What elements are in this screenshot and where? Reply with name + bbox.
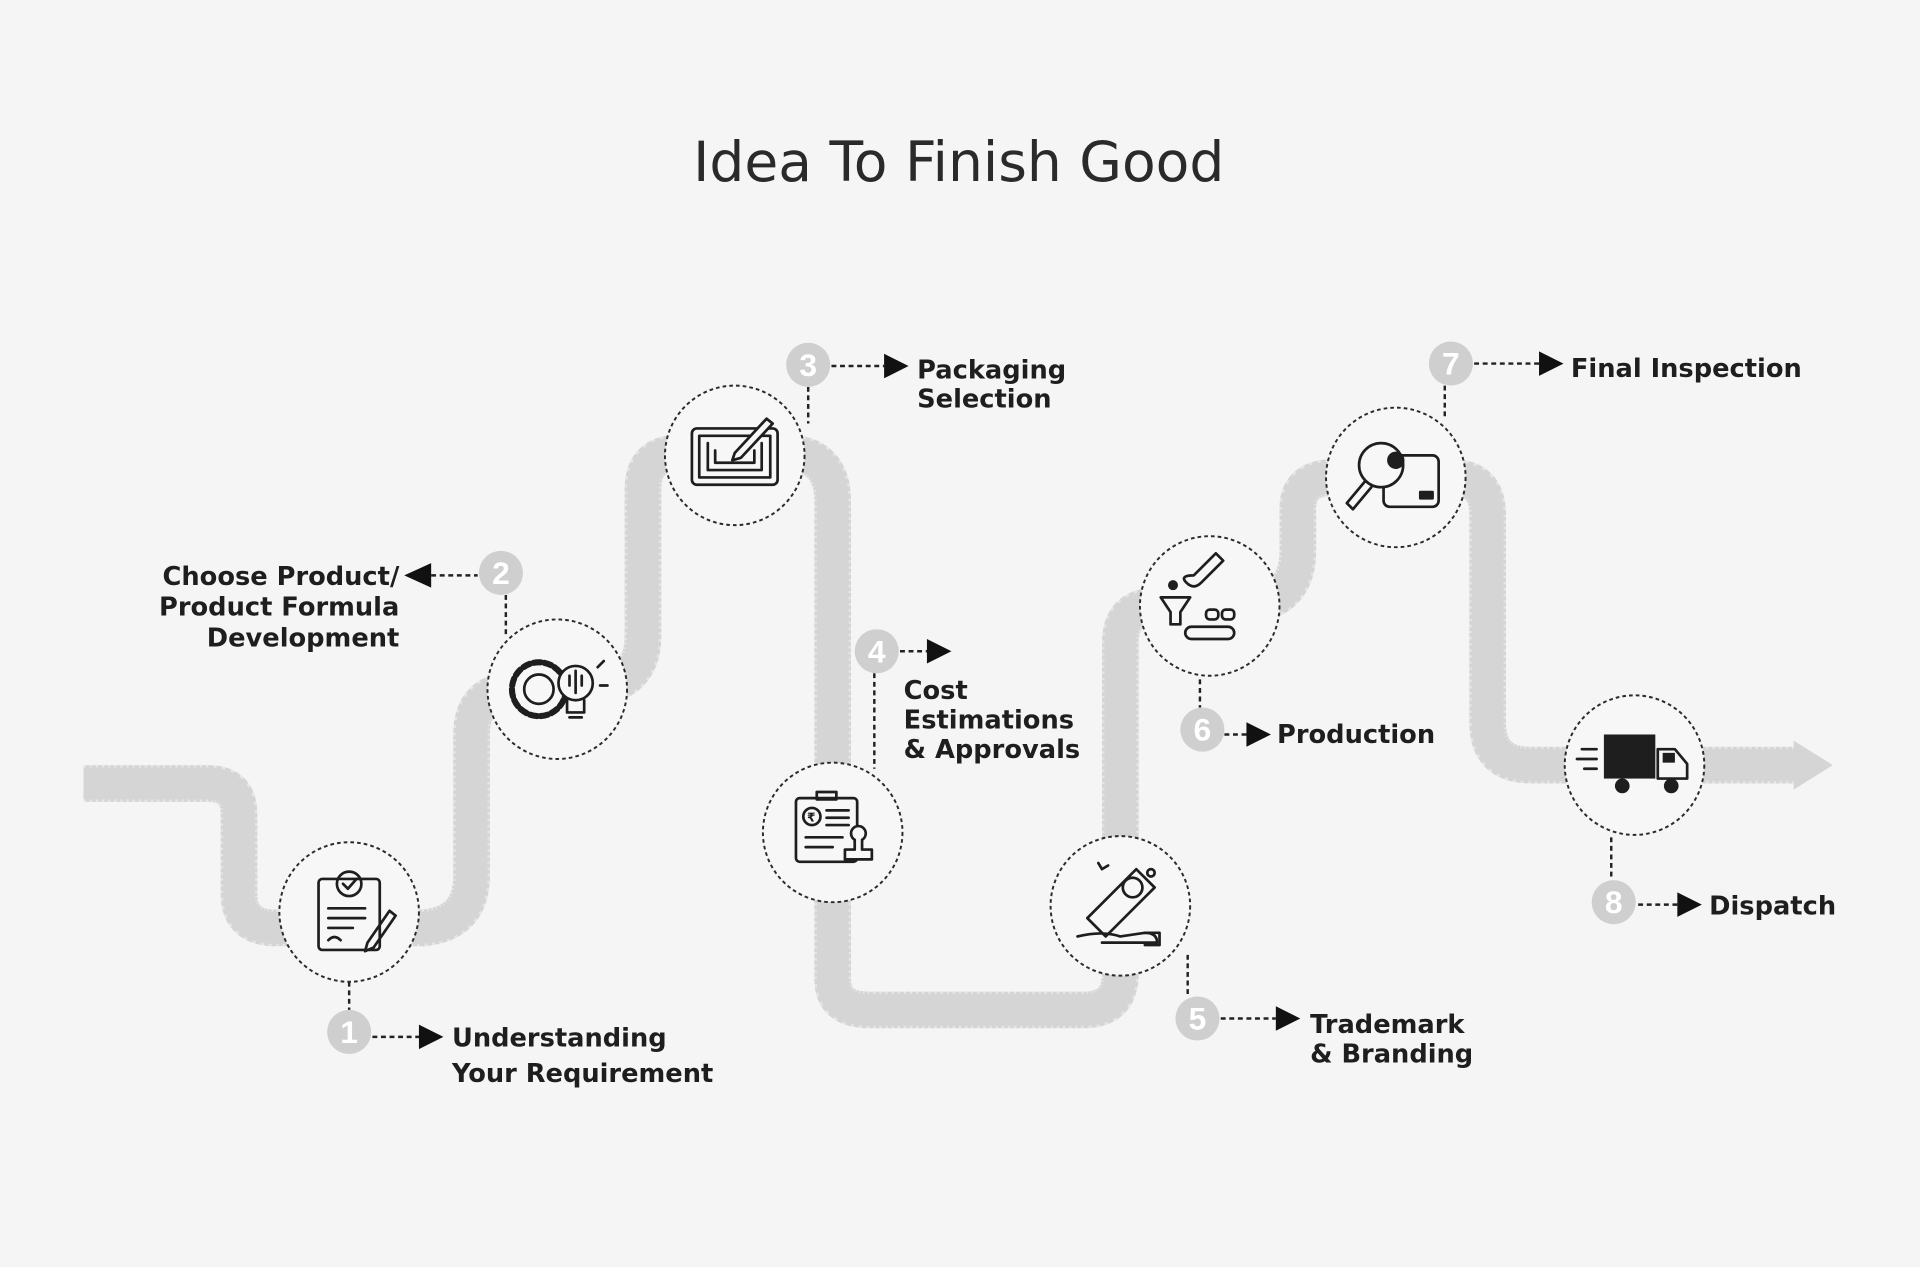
gear-bulb-icon [508,659,609,720]
step-number: 6 [1194,712,1212,748]
packaging-design-icon [690,417,779,487]
magnifier-inspection-icon [1345,441,1440,511]
svg-text:₹: ₹ [807,810,816,824]
requirement-clipboard-icon [317,870,398,953]
step-label: Packaging [917,355,1066,385]
step-6-node [1138,535,1281,677]
step-label: Dispatch [1709,891,1836,921]
step-number: 2 [492,555,510,591]
step-label: & Approvals [904,735,1080,765]
step-label: Your Requirement [451,1059,713,1089]
step-label: Selection [917,385,1051,415]
step-label: Estimations [904,705,1074,735]
step-label: Choose Product/ [163,562,400,592]
trademark-tag-icon [1076,861,1161,947]
production-line-icon [1159,551,1236,641]
step-label: Trademark [1310,1010,1465,1040]
process-road [83,433,1833,1029]
cost-approval-icon: ₹ [794,790,874,864]
step-5-badge [1175,996,1220,1041]
step-number: 3 [799,347,817,383]
diagram-title: Idea To Finish Good [693,130,1224,194]
delivery-truck-icon [1575,734,1689,794]
arrowheads [404,351,1702,1050]
step-label: Development [207,623,400,653]
step-number: 7 [1442,346,1460,382]
step-6-badge [1180,707,1225,752]
step-1-node [278,841,420,983]
road-arrowhead [1793,740,1833,790]
step-8-badge [1591,880,1636,925]
step-label: Cost [904,676,968,706]
step-2-badge [478,550,523,595]
step-label: Final Inspection [1571,354,1802,384]
step-3-badge [786,342,831,387]
step-label: & Branding [1310,1040,1473,1070]
step-label: Production [1277,720,1435,750]
connectors [347,362,1678,1039]
step-4-node [761,761,904,904]
step-number: 4 [868,633,886,669]
step-7-badge [1428,341,1473,386]
step-number: 1 [340,1014,358,1050]
step-label: Product Formula [159,593,399,623]
step-number: 5 [1189,1001,1207,1037]
step-number: 8 [1605,884,1623,920]
step-4-badge [854,629,899,674]
step-1-badge [327,1009,372,1054]
step-label: Understanding [452,1024,667,1054]
step-2-node [486,618,629,760]
step-5-node [1049,835,1192,977]
